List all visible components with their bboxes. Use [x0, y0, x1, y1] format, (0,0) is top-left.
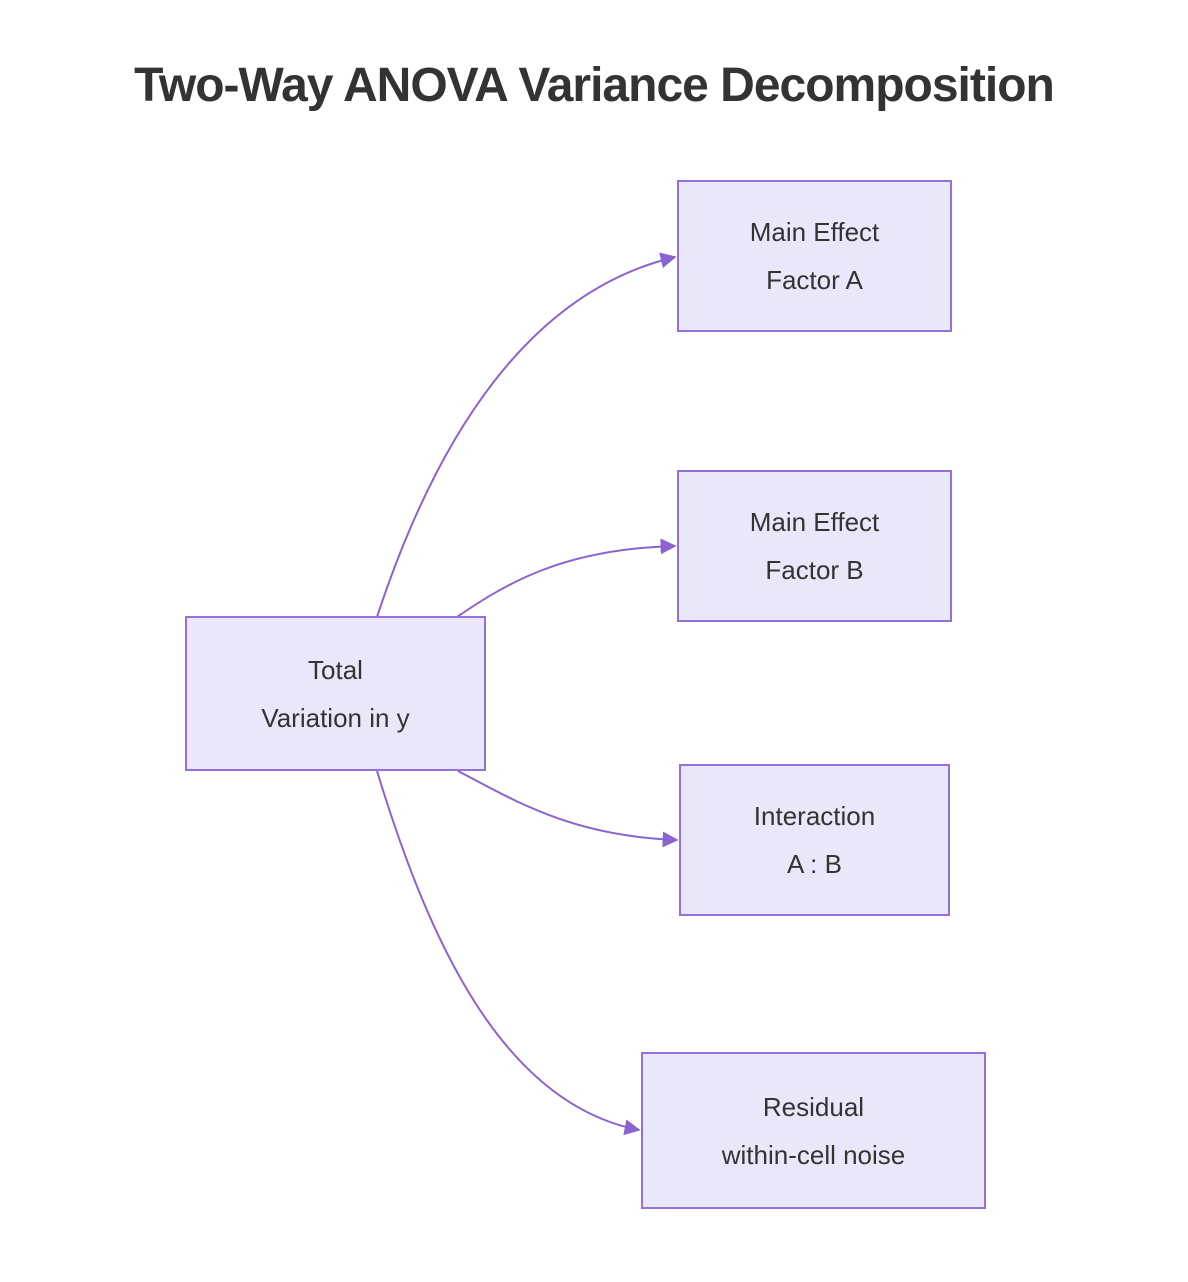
node-label-line: Factor A	[766, 265, 863, 295]
node-label-line: Main Effect	[749, 217, 880, 247]
edge-total-to-factor-a	[376, 252, 677, 618]
node-residual-noise: Residual within-cell noise	[641, 1052, 986, 1209]
edge-total-to-interaction	[457, 770, 679, 848]
node-total-variation: Total Variation in y	[185, 616, 486, 771]
node-interaction-ab: Interaction A : B	[679, 764, 950, 916]
node-main-effect-factor-b: Main Effect Factor B	[677, 470, 952, 622]
node-label-line: within-cell noise	[721, 1139, 906, 1170]
node-label-line: A : B	[787, 849, 842, 879]
node-label-line: Main Effect	[749, 507, 880, 537]
node-main-effect-factor-a: Main Effect Factor A	[677, 180, 952, 332]
edge-total-to-residual	[376, 770, 641, 1136]
node-label-line: Total	[308, 654, 363, 685]
edge-total-to-factor-b	[456, 538, 677, 618]
node-label-line: Factor B	[765, 555, 864, 585]
diagram-title: Two-Way ANOVA Variance Decomposition	[134, 59, 1055, 112]
node-label-line: Variation in y	[261, 702, 410, 733]
node-label-line: Residual	[762, 1091, 865, 1122]
node-label-line: Interaction	[753, 801, 876, 831]
